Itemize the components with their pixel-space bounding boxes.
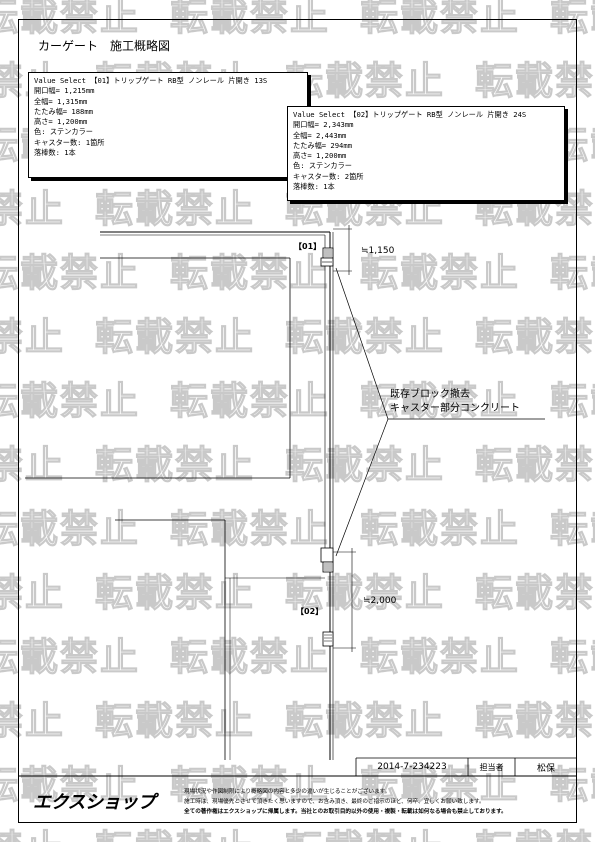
boundary-wall (324, 232, 334, 760)
manager-label: 担当者 (479, 762, 504, 772)
disclaimer-line-3: 全ての著作権はエクスショップに帰属します。当社とのお取引目的以外の使用・複製・転… (184, 809, 507, 815)
spec-01-line: たたみ幅= 188mm (34, 106, 94, 116)
spec-box-02: Value Select 【02】トリップゲート RB型 ノンレール 片開き 2… (287, 106, 565, 201)
spec-02-line: 開口幅= 2,343mm (293, 120, 354, 130)
dimension-label-2: ≒2,000 (363, 596, 397, 606)
note-leader-lines (335, 267, 545, 557)
spec-02-line: 色: ステンカラー (293, 161, 352, 171)
gate-02-symbol (320, 547, 334, 647)
dimension-label-1: ≒1,150 (361, 246, 395, 256)
spec-02-line: キャスター数: 2箇所 (293, 171, 364, 181)
document-number: 2014-7-234223 (377, 762, 447, 772)
dimension-line-2 (333, 548, 356, 652)
drawing-frame (18, 19, 577, 823)
spec-02-heading: Value Select 【02】トリップゲート RB型 ノンレール 片開き 2… (293, 110, 527, 119)
spec-02-line: 高さ= 1,200mm (293, 151, 347, 161)
spec-01-line: 高さ= 1,200mm (34, 117, 88, 127)
company-logo: エクスショップ (33, 792, 155, 813)
spec-01-line: 全幅= 1,315mm (34, 96, 88, 106)
gate-02-label: 【02】 (296, 607, 324, 616)
footer-frame (18, 757, 577, 777)
construction-note: 既存ブロック撤去 キャスター部分コンクリート (390, 388, 520, 416)
gate-01-label: 【01】 (294, 242, 322, 251)
note-line-1: 既存ブロック撤去 (390, 389, 470, 400)
spec-01-line: キャスター数: 1箇所 (34, 137, 105, 147)
spec-01-heading: Value Select 【01】トリップゲート RB型 ノンレール 片開き 1… (34, 76, 268, 85)
spec-01-line: 開口幅= 1,215mm (34, 86, 95, 96)
disclaimer-line-2: 施工時は、現場優先とさせて頂きたく思いますので、お含み頂き、最終のご指示のほど、… (184, 799, 485, 805)
spec-box-01: Value Select 【01】トリップゲート RB型 ノンレール 片開き 1… (28, 72, 308, 178)
building-outline-upper (25, 231, 330, 479)
spec-02-line: たたみ幅= 294mm (293, 140, 353, 150)
spec-02-line: 全幅= 2,443mm (293, 130, 347, 140)
disclaimer-line-1: 現場状況や作図制限により概略図の内容と多少の違いが生じることがございます。 (184, 789, 391, 795)
note-line-2: キャスター部分コンクリート (390, 403, 520, 414)
building-outline-lower (115, 519, 325, 760)
gate-01-symbol (320, 247, 334, 267)
spec-02-line: 落棒数: 1本 (293, 182, 335, 192)
manager-name: 松保 (536, 763, 555, 774)
page-title: カーゲート 施工概略図 (38, 39, 171, 53)
spec-01-line: 落棒数: 1本 (34, 148, 76, 158)
spec-01-line: 色: ステンカラー (34, 127, 93, 137)
dimension-line-1 (333, 225, 352, 275)
